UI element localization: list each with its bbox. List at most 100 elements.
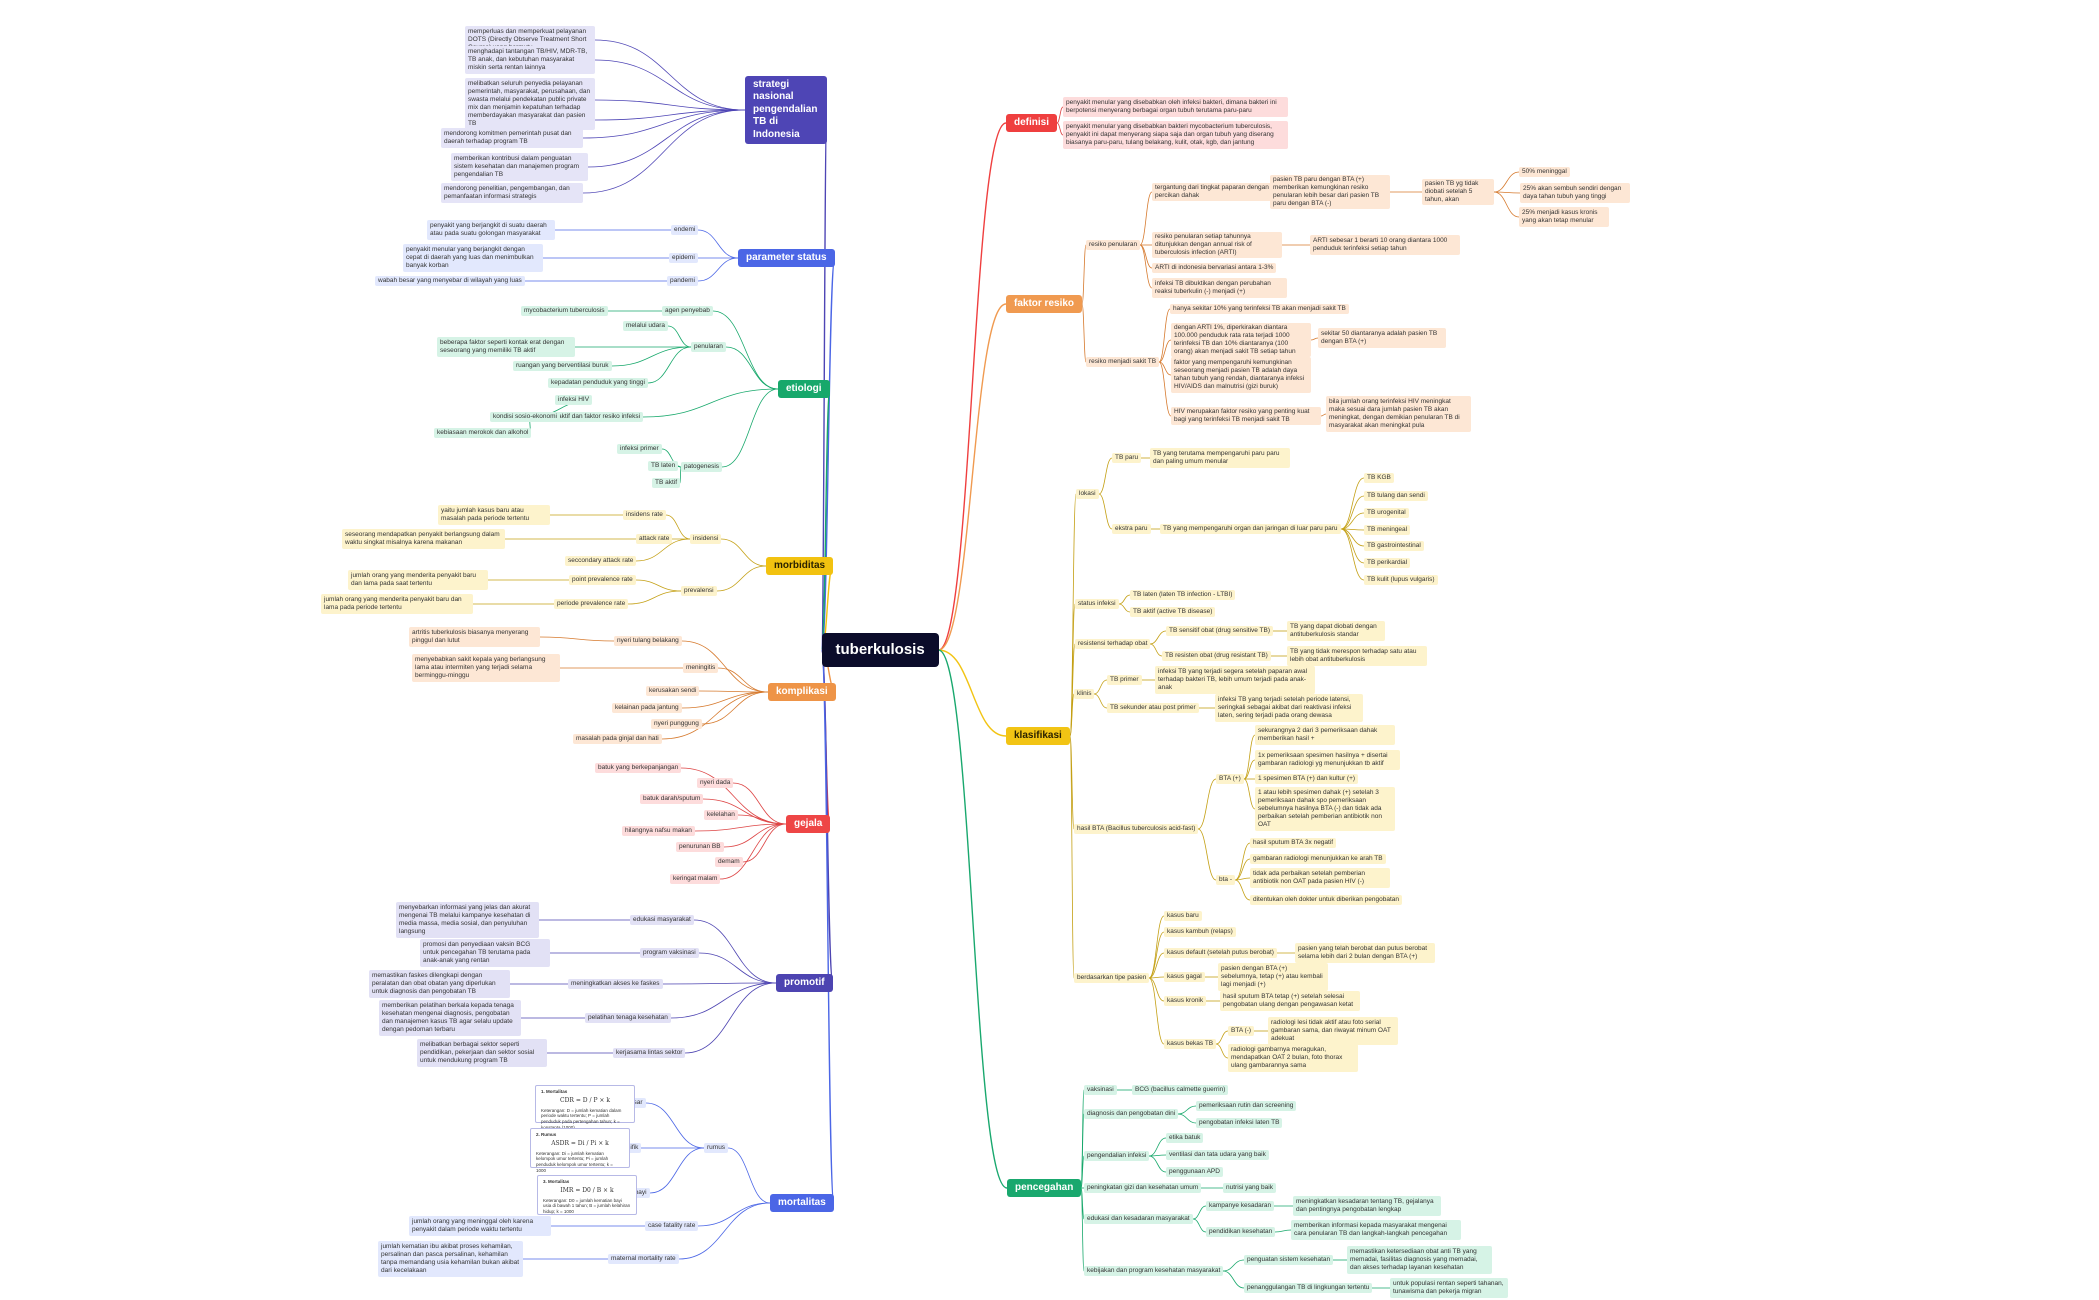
topic-pelatihan-tenaga-kesehatan[interactable]: pelatihan tenaga kesehatan	[585, 1013, 671, 1024]
topic-tb-laten[interactable]: TB laten	[648, 461, 679, 472]
topic-tb-sekunder-atau-post-primer[interactable]: TB sekunder atau post primer	[1107, 703, 1199, 714]
topic-artritis-tuberkulosis-biasanya-menyerang[interactable]: artritis tuberkulosis biasanya menyerang…	[409, 627, 540, 648]
topic-etika-batuk[interactable]: etika batuk	[1166, 1133, 1204, 1144]
topic-nyeri-tulang-belakang[interactable]: nyeri tulang belakang	[614, 636, 682, 647]
topic-batuk-yang-berkepanjangan[interactable]: batuk yang berkepanjangan	[595, 763, 682, 774]
topic-resiko-penularan-setiap-tahunnya-ditunju[interactable]: resiko penularan setiap tahunnya ditunju…	[1152, 232, 1282, 259]
topic-memastikan-faskes-dilengkapi-dengan-pera[interactable]: memastikan faskes dilengkapi dengan pera…	[369, 970, 510, 999]
topic-tb-resisten-obat-drug-resistant-tb[interactable]: TB resisten obat (drug resistant TB)	[1162, 651, 1271, 662]
topic-jumlah-orang-yang-meninggal-oleh-karena-[interactable]: jumlah orang yang meninggal oleh karena …	[409, 1216, 551, 1237]
topic-tb-urogenital[interactable]: TB urogenital	[1364, 508, 1409, 519]
topic-maternal-mortality-rate[interactable]: maternal mortality rate	[608, 1254, 679, 1265]
topic-keringat-malam[interactable]: keringat malam	[670, 874, 721, 885]
topic-beberapa-faktor-seperti-kontak-erat-deng[interactable]: beberapa faktor seperti kontak erat deng…	[437, 337, 575, 358]
topic-seccondary-attack-rate[interactable]: seccondary attack rate	[565, 556, 637, 567]
topic-tergantung-dari-tingkat-paparan-dengan-p[interactable]: tergantung dari tingkat paparan dengan p…	[1152, 183, 1272, 202]
topic-meningkatkan-kesadaran-tentang-tb-gejala[interactable]: meningkatkan kesadaran tentang TB, gejal…	[1293, 1196, 1441, 1217]
topic-penurunan-bb[interactable]: penurunan BB	[676, 842, 724, 853]
topic-edukasi-dan-kesadaran-masyarakat[interactable]: edukasi dan kesadaran masyarakat	[1084, 1214, 1193, 1225]
topic-infeksi-hiv[interactable]: infeksi HIV	[555, 395, 593, 406]
topic-kelainan-pada-jantung[interactable]: kelainan pada jantung	[612, 703, 682, 714]
topic-infeksi-tb-yang-terjadi-segera-setelah-p[interactable]: infeksi TB yang terjadi segera setelah p…	[1155, 666, 1315, 695]
topic-tb-gastrointestinal[interactable]: TB gastrointestinal	[1364, 541, 1424, 552]
topic-batuk-darah-sputum[interactable]: batuk darah/sputum	[640, 794, 704, 805]
topic-jumlah-orang-yang-menderita-penyakit-bar[interactable]: jumlah orang yang menderita penyakit bar…	[348, 570, 488, 591]
topic-pengendalian-infeksi[interactable]: pengendalian infeksi	[1084, 1151, 1150, 1162]
topic-radiologi-gambarnya-meragukan-mendapatka[interactable]: radiologi gambarnya meragukan, mendapatk…	[1228, 1044, 1358, 1073]
topic-memberikan-pelatihan-berkala-kepada-tena[interactable]: memberikan pelatihan berkala kepada tena…	[379, 999, 521, 1036]
branch-morbiditas[interactable]: morbiditas	[766, 556, 834, 575]
topic-jumlah-kematian-ibu-akibat-proses-kehami[interactable]: jumlah kematian ibu akibat proses kehami…	[378, 1240, 523, 1277]
topic-kampanye-kesadaran[interactable]: kampanye kesadaran	[1206, 1201, 1275, 1212]
topic-lokasi[interactable]: lokasi	[1076, 489, 1099, 500]
topic-yaitu-jumlah-kasus-baru-atau-masalah-pad[interactable]: yaitu jumlah kasus baru atau masalah pad…	[438, 505, 550, 526]
topic-kondisi-sosio-ekonomi[interactable]: kondisi sosio-ekonomi	[490, 412, 560, 423]
topic-pengobatan-infeksi-laten-tb[interactable]: pengobatan infeksi laten TB	[1196, 1118, 1283, 1129]
topic-rumus[interactable]: rumus	[704, 1143, 729, 1154]
topic-insidens-rate[interactable]: insidens rate	[623, 510, 666, 521]
topic-diagnosis-dan-pengobatan-dini[interactable]: diagnosis dan pengobatan dini	[1084, 1109, 1179, 1120]
topic-hasil-sputum-bta-3x-negatif[interactable]: hasil sputum BTA 3x negatif	[1250, 838, 1337, 849]
topic-kerusakan-sendi[interactable]: kerusakan sendi	[646, 686, 700, 697]
topic-menyebarkan-informasi-yang-jelas-dan-aku[interactable]: menyebarkan informasi yang jelas dan aku…	[396, 901, 539, 938]
topic-25-akan-sembuh-sendiri-dengan-daya-tahan[interactable]: 25% akan sembuh sendiri dengan daya taha…	[1520, 183, 1630, 204]
branch-strategi[interactable]: strategi nasional pengendalian TB di Ind…	[745, 75, 827, 144]
topic-tb-yang-dapat-diobati-dengan-antituberku[interactable]: TB yang dapat diobati dengan antituberku…	[1287, 621, 1385, 642]
topic-pandemi[interactable]: pandemi	[667, 276, 698, 287]
topic-kasus-kambuh-relaps[interactable]: kasus kambuh (relaps)	[1164, 927, 1236, 938]
branch-etiologi[interactable]: etiologi	[778, 379, 830, 398]
topic-agen-penyebab[interactable]: agen penyebab	[662, 306, 713, 317]
branch-promotif[interactable]: promotif	[776, 973, 833, 992]
topic-tb-aktif-active-tb-disease[interactable]: TB aktif (active TB disease)	[1130, 607, 1216, 618]
topic-attack-rate[interactable]: attack rate	[636, 534, 673, 545]
topic-melalui-udara[interactable]: melalui udara	[623, 321, 669, 332]
topic-tb-aktif[interactable]: TB aktif	[652, 478, 681, 489]
topic-dengan-arti-1-diperkirakan-diantara-100-[interactable]: dengan ARTI 1%, diperkirakan diantara 10…	[1171, 322, 1311, 357]
topic-seseorang-mendapatkan-penyakit-berlangsu[interactable]: seseorang mendapatkan penyakit berlangsu…	[342, 529, 505, 550]
topic-faktor-yang-mempengaruhi-kemungkinan-ses[interactable]: faktor yang mempengaruhi kemungkinan ses…	[1171, 356, 1311, 393]
topic-periode-prevalence-rate[interactable]: periode prevalence rate	[554, 599, 629, 610]
topic-hiv-merupakan-faktor-resiko-yang-penting[interactable]: HIV merupakan faktor resiko yang penting…	[1171, 407, 1321, 426]
topic-meningkatkan-akses-ke-faskes[interactable]: meningkatkan akses ke faskes	[568, 979, 663, 990]
topic-tb-kgb[interactable]: TB KGB	[1364, 473, 1394, 484]
topic-penguatan-sistem-kesehatan[interactable]: penguatan sistem kesehatan	[1244, 1255, 1334, 1266]
topic-nyeri-dada[interactable]: nyeri dada	[697, 778, 734, 789]
branch-faktor[interactable]: faktor resiko	[1006, 294, 1083, 313]
topic-patogenesis[interactable]: patogenesis	[681, 462, 723, 473]
topic-epidemi[interactable]: epidemi	[669, 253, 698, 264]
topic-radiologi-lesi-tidak-aktif-atau-foto-ser[interactable]: radiologi lesi tidak aktif atau foto ser…	[1268, 1017, 1398, 1046]
topic-resiko-menjadi-sakit-tb[interactable]: resiko menjadi sakit TB	[1086, 357, 1160, 368]
topic-tb-tulang-dan-sendi[interactable]: TB tulang dan sendi	[1364, 491, 1428, 502]
topic-penyakit-aktif-dan-faktor-resiko-infeksi[interactable]: penyakit aktif dan faktor resiko infeksi	[529, 412, 644, 423]
branch-gejala[interactable]: gejala	[786, 814, 831, 833]
topic-pasien-yang-telah-berobat-dan-putus-bero[interactable]: pasien yang telah berobat dan putus bero…	[1295, 943, 1435, 964]
topic-tb-perikardial[interactable]: TB perikardial	[1364, 558, 1411, 569]
topic-status-infeksi[interactable]: status infeksi	[1075, 599, 1119, 610]
topic-menyebabkan-sakit-kepala-yang-berlangsun[interactable]: menyebabkan sakit kepala yang berlangsun…	[412, 654, 560, 683]
topic-penggunaan-apd[interactable]: penggunaan APD	[1166, 1167, 1223, 1178]
topic-penyakit-yang-berjangkit-di-suatu-daerah[interactable]: penyakit yang berjangkit di suatu daerah…	[427, 220, 555, 241]
topic-50-meninggal[interactable]: 50% meninggal	[1519, 167, 1570, 178]
topic-vaksinasi[interactable]: vaksinasi	[1084, 1085, 1117, 1096]
topic-memberikan-kontribusi-dalam-penguatan-si[interactable]: memberikan kontribusi dalam penguatan si…	[451, 153, 588, 182]
topic-bcg-bacillus-calmette-guerrin[interactable]: BCG (bacillus calmette guerrin)	[1132, 1085, 1229, 1096]
topic-kelelahan[interactable]: kelelahan	[704, 810, 738, 821]
topic-pasien-tb-yg-tidak-diobati-setelah-5-tah[interactable]: pasien TB yg tidak diobati setelah 5 tah…	[1422, 179, 1494, 206]
topic-tb-primer[interactable]: TB primer	[1107, 675, 1142, 686]
topic-menghadapi-tantangan-tb-hiv-mdr-tb-tb-an[interactable]: menghadapi tantangan TB/HIV, MDR-TB, TB …	[465, 46, 595, 75]
topic-penularan[interactable]: penularan	[691, 342, 726, 353]
topic-untuk-populasi-rentan-seperti-tahanan-tu[interactable]: untuk populasi rentan seperti tahanan, t…	[1390, 1278, 1508, 1299]
topic-berdasarkan-tipe-pasien[interactable]: berdasarkan tipe pasien	[1074, 973, 1150, 984]
branch-status[interactable]: parameter status	[738, 248, 835, 267]
topic-melibatkan-berbagai-sektor-seperti-pendi[interactable]: melibatkan berbagai sektor seperti pendi…	[417, 1039, 547, 1068]
topic-endemi[interactable]: endemi	[671, 225, 699, 236]
topic-hilangnya-nafsu-makan[interactable]: hilangnya nafsu makan	[622, 826, 695, 837]
topic-resistensi-terhadap-obat[interactable]: resistensi terhadap obat	[1075, 639, 1151, 650]
topic-mycobacterium-tuberculosis[interactable]: mycobacterium tuberculosis	[521, 306, 608, 317]
topic-ventilasi-dan-tata-udara-yang-baik[interactable]: ventilasi dan tata udara yang baik	[1166, 1150, 1269, 1161]
topic-tb-yang-terutama-mempengaruhi-paru-paru-[interactable]: TB yang terutama mempengaruhi paru paru …	[1150, 448, 1290, 469]
branch-klasifikasi[interactable]: klasifikasi	[1006, 726, 1070, 745]
topic-pemeriksaan-rutin-dan-screening[interactable]: pemeriksaan rutin dan screening	[1196, 1101, 1297, 1112]
topic-klinis[interactable]: klinis	[1074, 689, 1095, 700]
topic-bta[interactable]: bta -	[1216, 875, 1236, 886]
